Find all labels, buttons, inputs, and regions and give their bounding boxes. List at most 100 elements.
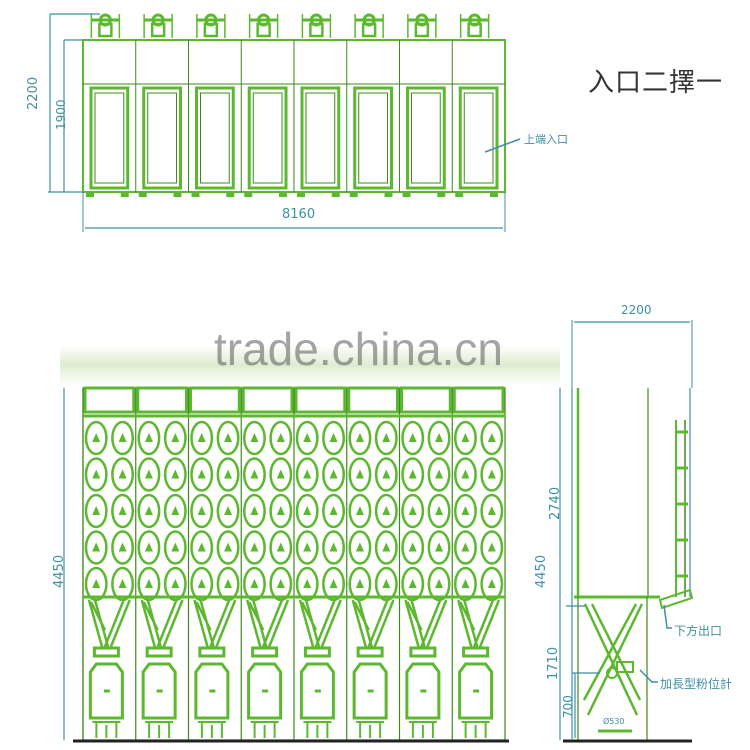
inlet-window bbox=[247, 86, 288, 190]
filter-cartridge bbox=[295, 530, 319, 565]
inlet-window bbox=[300, 86, 341, 190]
cartridge-marker-icon bbox=[276, 579, 285, 588]
filter-cartridge bbox=[137, 530, 161, 565]
dust-bin bbox=[458, 662, 494, 720]
filter-cartridge bbox=[374, 457, 398, 492]
filter-cartridge bbox=[137, 493, 161, 529]
cartridge-marker-icon bbox=[303, 433, 312, 442]
rotary-valve bbox=[251, 646, 279, 658]
cartridge-marker-icon bbox=[276, 542, 285, 552]
filter-cartridge bbox=[348, 493, 372, 529]
inlet-window-inner bbox=[94, 92, 125, 184]
filter-cartridge bbox=[401, 457, 425, 492]
cartridge-marker-icon bbox=[171, 506, 180, 515]
cartridge-marker-icon bbox=[197, 542, 206, 552]
top-width-dimension: 8160 bbox=[282, 207, 316, 222]
cartridge-marker-icon bbox=[276, 506, 285, 515]
cartridge-marker-icon bbox=[461, 542, 470, 552]
inlet-window bbox=[458, 86, 499, 190]
cartridge-marker-icon bbox=[408, 433, 417, 442]
cartridge-marker-icon bbox=[92, 579, 101, 588]
filter-cartridge bbox=[322, 530, 345, 565]
cartridge-marker-icon bbox=[171, 579, 180, 588]
level-gauge-body bbox=[616, 661, 634, 673]
filter-cartridge bbox=[454, 493, 477, 529]
rotary-valve bbox=[356, 646, 384, 658]
inlet-window bbox=[353, 86, 393, 190]
rotary-valve bbox=[145, 646, 173, 658]
cartridge-marker-icon bbox=[92, 506, 101, 515]
filter-cartridge bbox=[190, 530, 214, 565]
cartridge-marker-icon bbox=[329, 542, 338, 552]
filter-cartridge bbox=[243, 457, 266, 492]
plenum-box bbox=[400, 386, 452, 414]
filter-cartridge bbox=[295, 420, 319, 456]
cartridge-marker-icon bbox=[461, 506, 470, 515]
cartridge-marker-icon bbox=[487, 433, 496, 442]
side-hopper-height-dimension: 1710 bbox=[546, 646, 561, 680]
cartridge-marker-icon bbox=[355, 433, 364, 442]
cartridge-marker-icon bbox=[408, 542, 417, 552]
filter-cartridge bbox=[480, 457, 504, 492]
fan-base bbox=[98, 22, 113, 38]
cartridge-marker-icon bbox=[197, 433, 206, 442]
filter-cartridge bbox=[216, 457, 240, 492]
cartridge-marker-icon bbox=[171, 433, 180, 442]
fan-base bbox=[309, 22, 324, 38]
cartridge-marker-icon bbox=[224, 542, 233, 552]
cartridge-marker-icon bbox=[408, 506, 417, 515]
cartridge-marker-icon bbox=[329, 579, 338, 588]
side-upper-height-dimension: 2740 bbox=[548, 486, 563, 520]
cartridge-marker-icon bbox=[355, 542, 364, 552]
hopper-bracing bbox=[246, 599, 290, 649]
filter-cartridge bbox=[480, 493, 504, 529]
front-height-dimension: 4450 bbox=[52, 554, 67, 588]
dust-bin bbox=[352, 662, 388, 720]
top-inner-height-dimension: 1900 bbox=[54, 99, 68, 130]
cartridge-marker-icon bbox=[487, 542, 496, 552]
cartridge-marker-icon bbox=[250, 506, 259, 515]
cartridge-marker-icon bbox=[224, 433, 233, 442]
inlet-window-inner bbox=[358, 92, 388, 184]
rotary-valve bbox=[92, 646, 120, 658]
filter-cartridge bbox=[269, 493, 293, 529]
cartridge-marker-icon bbox=[382, 542, 391, 552]
cartridge-marker-icon bbox=[250, 579, 259, 588]
plenum-box bbox=[347, 386, 399, 414]
cartridge-marker-icon bbox=[118, 579, 127, 588]
watermark-band bbox=[60, 345, 560, 385]
dust-bin bbox=[299, 662, 335, 720]
dust-bin bbox=[405, 662, 441, 720]
hopper-bracing bbox=[404, 599, 448, 649]
inlet-leader bbox=[484, 138, 521, 153]
filter-cartridge bbox=[216, 420, 240, 456]
filter-cartridge bbox=[190, 457, 214, 492]
cartridge-marker-icon bbox=[144, 542, 153, 552]
filter-cartridge bbox=[480, 420, 504, 456]
filter-cartridge bbox=[454, 420, 477, 456]
cartridge-marker-icon bbox=[144, 579, 153, 588]
inlet-window-inner bbox=[147, 92, 177, 184]
cartridge-marker-icon bbox=[224, 579, 233, 588]
filter-cartridge bbox=[243, 530, 266, 565]
filter-cartridge bbox=[84, 420, 108, 456]
filter-cartridge bbox=[84, 457, 108, 492]
inlet-window-inner bbox=[411, 92, 441, 184]
cartridge-marker-icon bbox=[303, 469, 312, 479]
cartridge-marker-icon bbox=[461, 469, 470, 479]
cartridge-marker-icon bbox=[435, 506, 444, 515]
cartridge-marker-icon bbox=[224, 469, 233, 479]
cartridge-marker-icon bbox=[355, 506, 364, 515]
cartridge-marker-icon bbox=[461, 579, 470, 588]
filter-cartridge bbox=[111, 457, 134, 492]
cartridge-marker-icon bbox=[355, 579, 364, 588]
outlet-diameter-label: Ø530 bbox=[603, 717, 625, 726]
dust-bin bbox=[194, 662, 230, 720]
cartridge-marker-icon bbox=[329, 469, 338, 479]
filter-cartridge bbox=[163, 457, 187, 492]
filter-cartridge bbox=[269, 457, 293, 492]
filter-cartridge bbox=[454, 457, 477, 492]
filter-cartridge bbox=[111, 530, 134, 565]
plenum-box bbox=[241, 386, 294, 414]
